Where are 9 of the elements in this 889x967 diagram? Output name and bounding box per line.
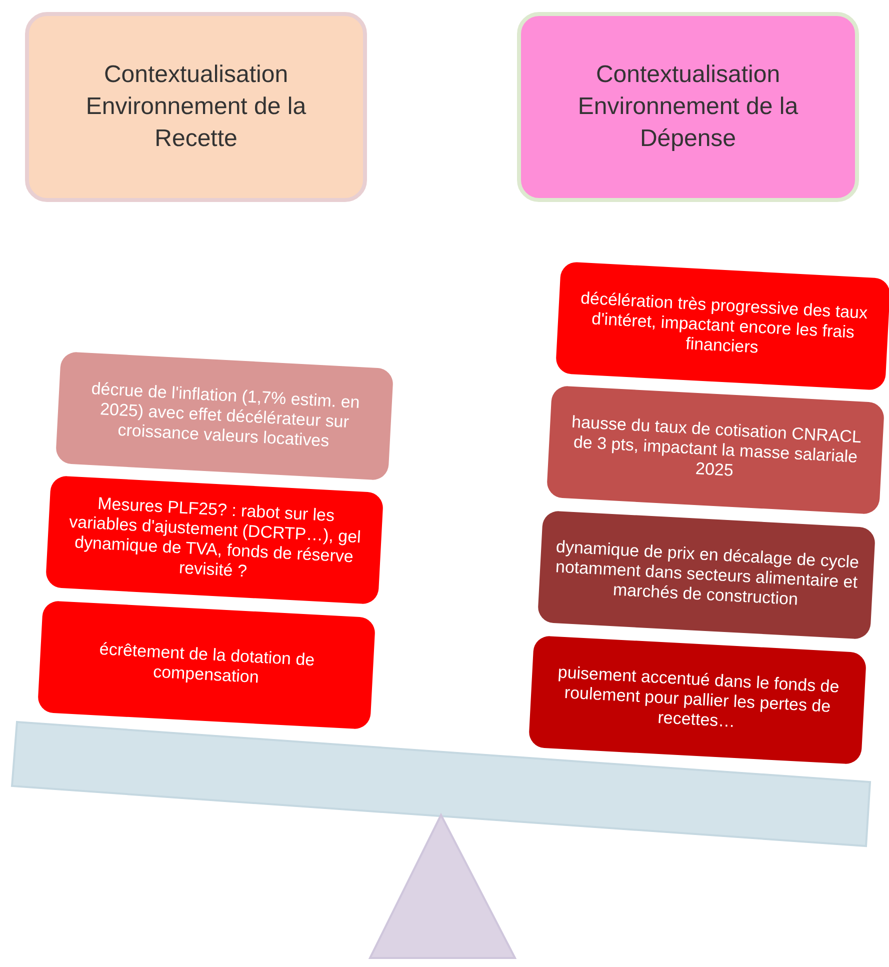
factor-card: décélération très progressive des taux d'intéret, impactant encore les frais financiers [555,261,889,391]
heading-card: Contextualisation Environnement de la Recette [25,12,367,202]
factor-card: puisement accentué dans le fonds de roulement pour pallier les pertes de recettes… [528,635,867,765]
factor-card: écrêtement de la dotation de compensation [37,600,376,730]
factor-card: décrue de l'inflation (1,7% estim. en 2025) avec effet décélérateur sur croissance valeurs locatives [55,351,394,481]
heading-card: Contextualisation Environnement de la Dépense [517,12,859,202]
factor-card: Mesures PLF25? : rabot sur les variables d'ajustement (DCRTP…), gel dynamique de TVA, fonds de réserve revisité ? [45,475,384,605]
factor-card: hausse du taux de cotisation CNRACL de 3 pts, impactant la masse salariale 2025 [546,385,885,515]
factor-card: dynamique de prix en décalage de cycle notamment dans secteurs alimentaire et marchés de construction [537,510,876,640]
